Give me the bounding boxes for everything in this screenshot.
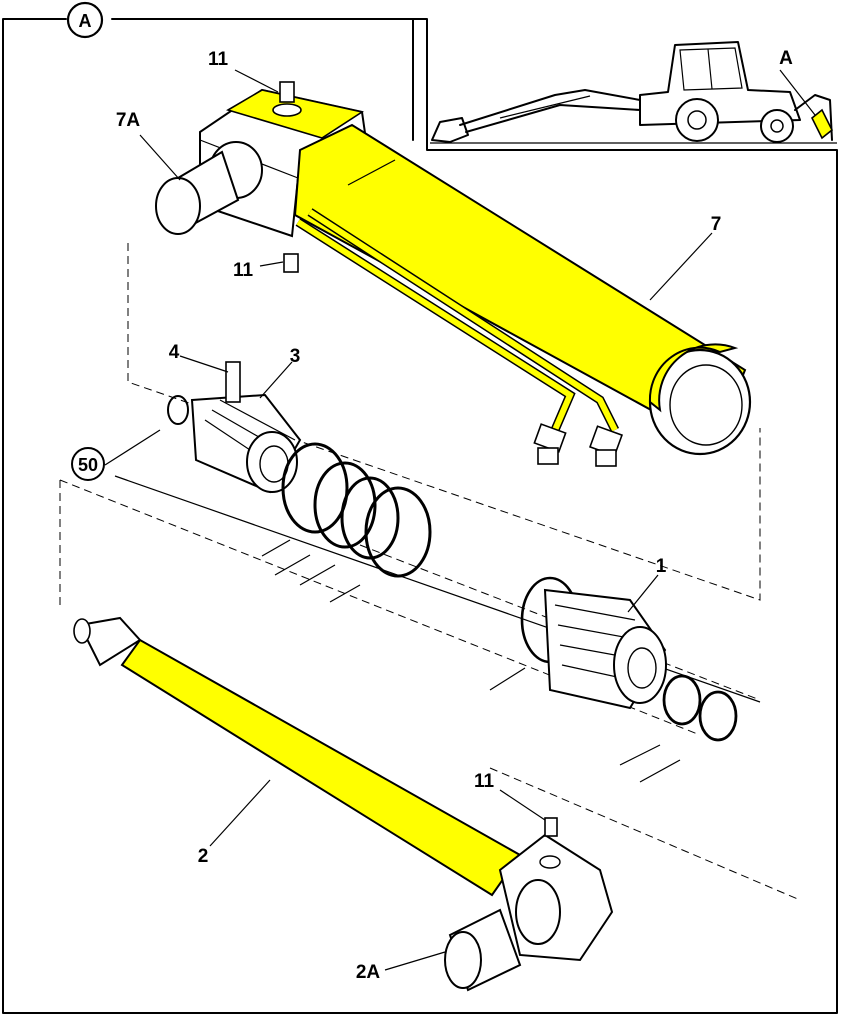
callout-3: 3 xyxy=(290,346,301,367)
piston-seal-rings xyxy=(261,442,432,603)
callout-11-top: 11 xyxy=(208,49,229,70)
inset-marker-label: A xyxy=(779,48,793,69)
callout-4: 4 xyxy=(169,342,180,363)
grease-nipple-middle xyxy=(283,253,299,273)
grease-nipple-top xyxy=(272,81,302,117)
callout-50-badge: 50 xyxy=(71,447,105,481)
callout-1: 1 xyxy=(656,556,667,577)
callout-7a: 7A xyxy=(116,110,141,131)
gland-nut xyxy=(489,576,738,783)
backhoe-loader-inset: A xyxy=(430,41,837,144)
view-badge: A xyxy=(66,1,104,39)
callout-leaders xyxy=(104,69,713,971)
page-frame xyxy=(2,18,838,1014)
cylinder-barrel xyxy=(155,88,752,467)
piston-assembly xyxy=(167,361,302,494)
callout-2: 2 xyxy=(198,846,209,867)
view-badge-label: A xyxy=(79,11,92,31)
callout-7: 7 xyxy=(711,214,722,235)
callout-2a: 2A xyxy=(356,962,381,983)
piston-rod xyxy=(73,616,614,992)
callout-11-low: 11 xyxy=(474,771,495,792)
callout-11-middle: 11 xyxy=(233,260,254,281)
callout-50: 50 xyxy=(78,455,98,475)
callout-labels: 11 7A 7 11 4 3 50 1 11 2 2A xyxy=(71,49,722,983)
